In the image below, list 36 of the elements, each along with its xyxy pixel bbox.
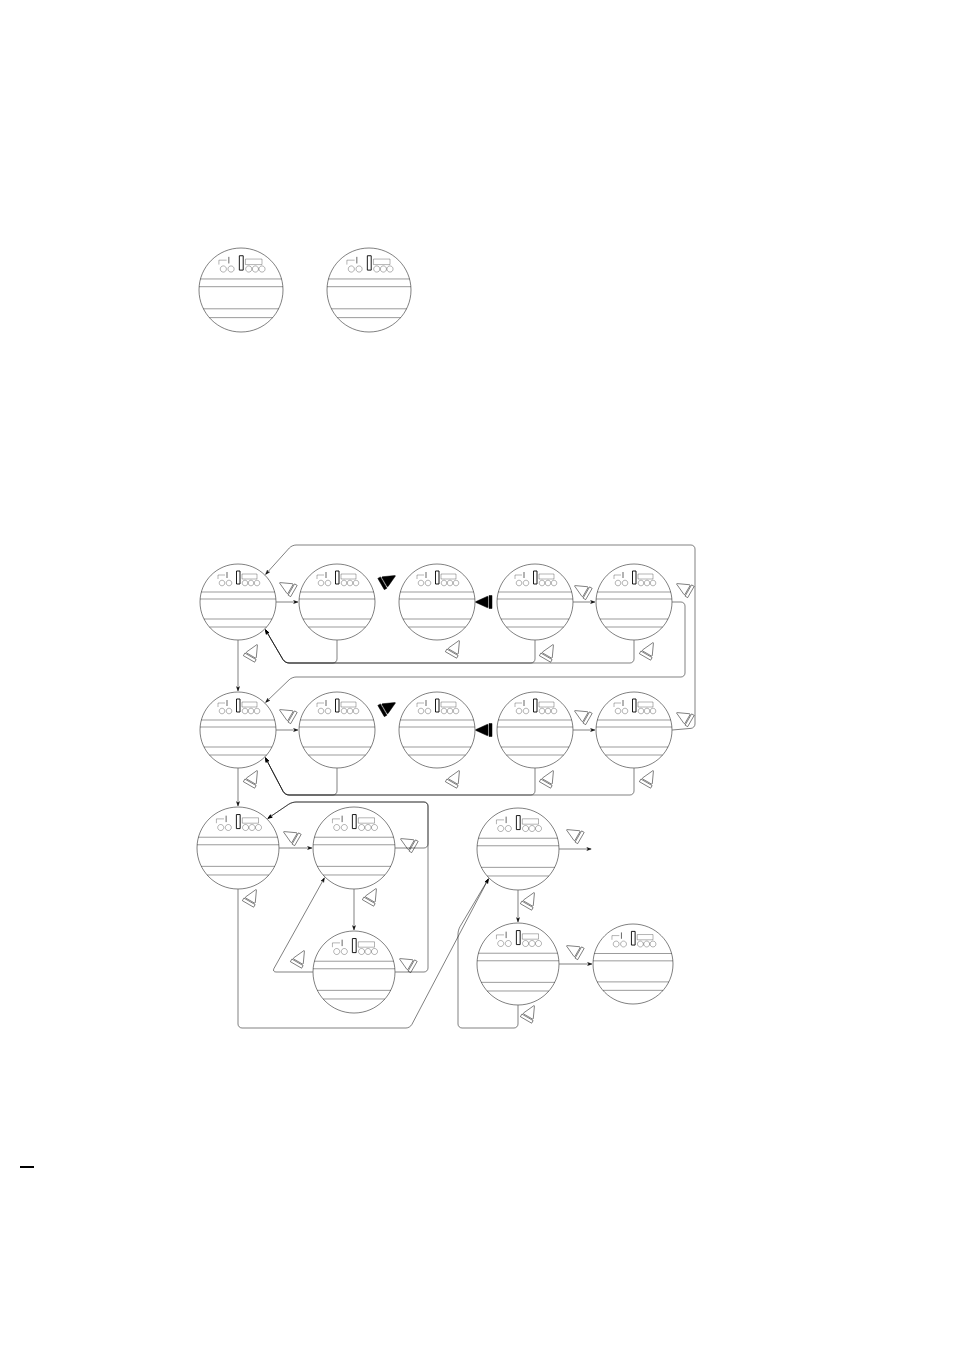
arrow (559, 847, 592, 851)
arrow (276, 600, 299, 604)
display-drawing (595, 691, 673, 769)
display-drawing (595, 563, 673, 641)
arrow (559, 962, 593, 966)
display-drawing (196, 806, 280, 890)
arrow (265, 544, 696, 731)
display-drawing (298, 691, 376, 769)
display-drawing (398, 691, 476, 769)
arrow (279, 846, 313, 850)
arrow (457, 878, 519, 1029)
display-drawing (496, 563, 574, 641)
display-drawing (398, 563, 476, 641)
display-drawing (312, 806, 396, 890)
arrow (516, 890, 520, 923)
arrow (265, 757, 635, 796)
display-drawing (496, 691, 574, 769)
arrow (273, 877, 325, 973)
display-drawing (476, 922, 560, 1006)
display-drawing (312, 930, 396, 1014)
display-drawing (476, 807, 560, 891)
arrow (236, 640, 240, 692)
arrow (573, 600, 596, 604)
display-drawing (298, 563, 376, 641)
display-drawing (198, 247, 284, 333)
display-drawing (592, 923, 674, 1005)
display-drawing (199, 691, 277, 769)
arrow (265, 629, 635, 664)
arrow (352, 889, 356, 931)
arrow (265, 601, 686, 703)
arrow (276, 728, 299, 732)
arrow (236, 768, 240, 807)
arrow (573, 728, 596, 732)
arrow (267, 801, 429, 973)
display-drawing (326, 247, 412, 333)
display-drawing (199, 563, 277, 641)
